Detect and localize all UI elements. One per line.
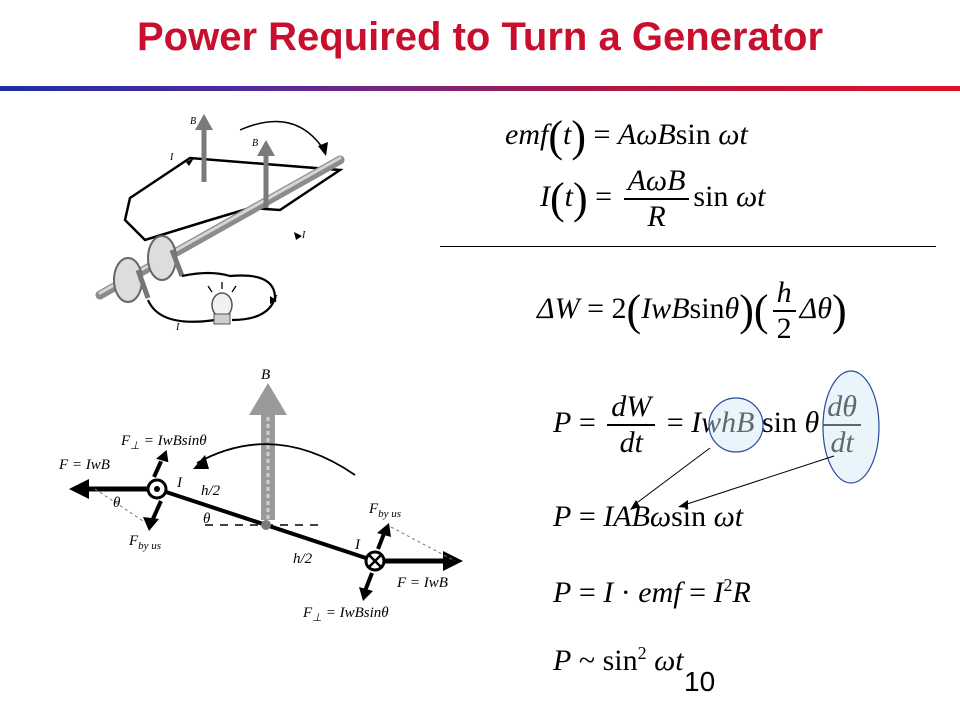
f-perp-top-label: F⊥= IwBsinθ (120, 433, 207, 452)
half-h-bottom-label: h/2 (293, 551, 313, 567)
field-label-2: B (252, 138, 258, 149)
force-right-label: F = IwB (396, 575, 448, 591)
f-by-us-right-label: Fby us (368, 501, 401, 520)
force-left-label: F = IwB (58, 457, 110, 473)
current-label-3: I (273, 294, 278, 305)
highlight-h-circle (708, 397, 764, 453)
force-diagram: B F⊥= IwBsinθ F = IwB θ I h/2 θ Fby us F… (58, 367, 463, 624)
eq-emf: emf(t) = AωBsin ωt (505, 112, 748, 162)
slide-title: Power Required to Turn a Generator (136, 15, 824, 59)
current-right-label: I (354, 537, 361, 553)
field-label-1: B (190, 116, 196, 127)
current-label-1: I (169, 152, 174, 163)
half-h-top-label: h/2 (201, 483, 221, 499)
current-label-2: I (301, 230, 306, 241)
generator-loop-diagram: B B I I I I (95, 114, 345, 333)
f-perp-bottom-label: F⊥= IwBsinθ (302, 605, 389, 624)
current-label-4: I (175, 322, 180, 333)
current-left-label: I (176, 475, 183, 491)
theta-left-label: θ (113, 495, 121, 511)
eq-power-iab: P = IABωsin ωt (553, 500, 744, 533)
eq-power-emf: P = I · emf = I2R (553, 575, 751, 609)
title-underline (0, 86, 960, 91)
highlight-dtheta-ellipse (822, 370, 880, 484)
theta-mid-label: θ (203, 511, 211, 527)
field-B-label: B (261, 367, 270, 383)
page-number: 10 (684, 666, 716, 697)
f-by-us-left-label: Fby us (128, 533, 161, 552)
eq-power-proportional: P ~ sin2 ωt (553, 643, 684, 677)
equation-separator (440, 246, 936, 247)
